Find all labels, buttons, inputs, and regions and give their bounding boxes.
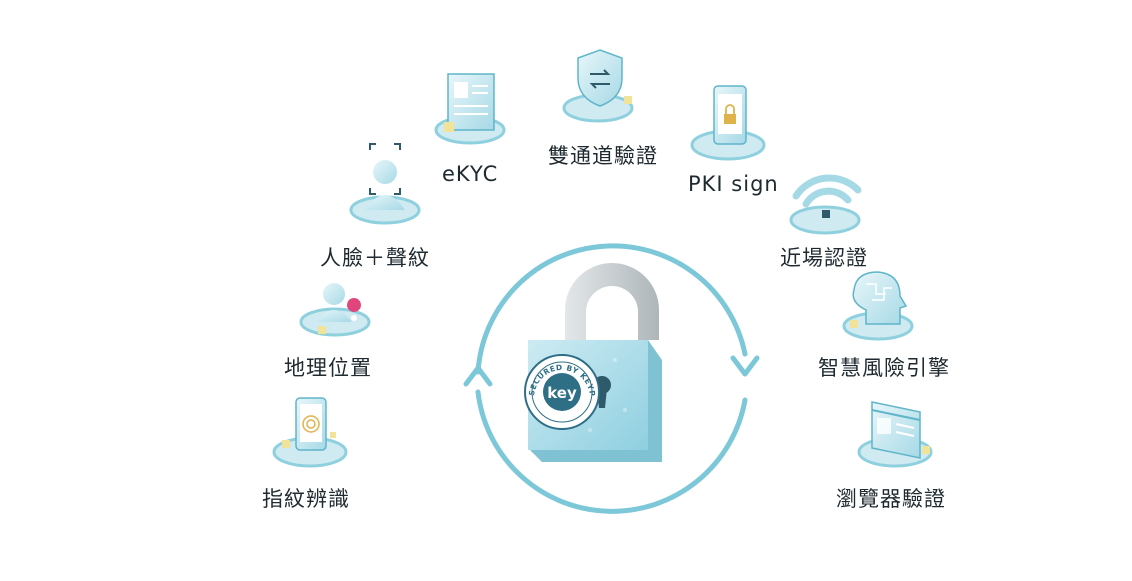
- face-voice-scan-icon: [349, 143, 421, 225]
- arrowhead-right: [730, 355, 760, 377]
- ai-head-icon: [842, 271, 914, 341]
- label-browser-auth: 瀏覽器驗證: [836, 487, 946, 511]
- cycle-arc-upper: [475, 243, 748, 375]
- label-face-voice: 人臉＋聲紋: [320, 246, 430, 270]
- badge-key-text: key: [547, 384, 577, 402]
- browser-window-icon: [857, 401, 933, 468]
- phone-lock-icon: [690, 85, 766, 161]
- id-document-icon: [434, 73, 506, 145]
- cycle-arc-lower: [475, 389, 748, 514]
- shield-exchange-icon: [562, 49, 634, 123]
- user-location-pin-icon: [299, 283, 371, 337]
- label-ekyc: eKYC: [442, 162, 499, 186]
- label-geolocation: 地理位置: [284, 356, 372, 380]
- label-risk-engine: 智慧風險引擎: [818, 356, 950, 380]
- cycle-arrows: [463, 243, 760, 514]
- label-nfc-auth: 近場認證: [780, 246, 868, 270]
- secured-by-badge: [524, 354, 600, 430]
- arrowhead-left: [463, 365, 493, 387]
- fingerprint-phone-icon: [272, 397, 348, 468]
- wireless-signal-icon: [789, 174, 862, 235]
- label-fingerprint: 指紋辨識: [262, 487, 350, 511]
- label-dual-channel: 雙通道驗證: [548, 144, 658, 168]
- label-pki-sign: PKI sign: [688, 172, 779, 196]
